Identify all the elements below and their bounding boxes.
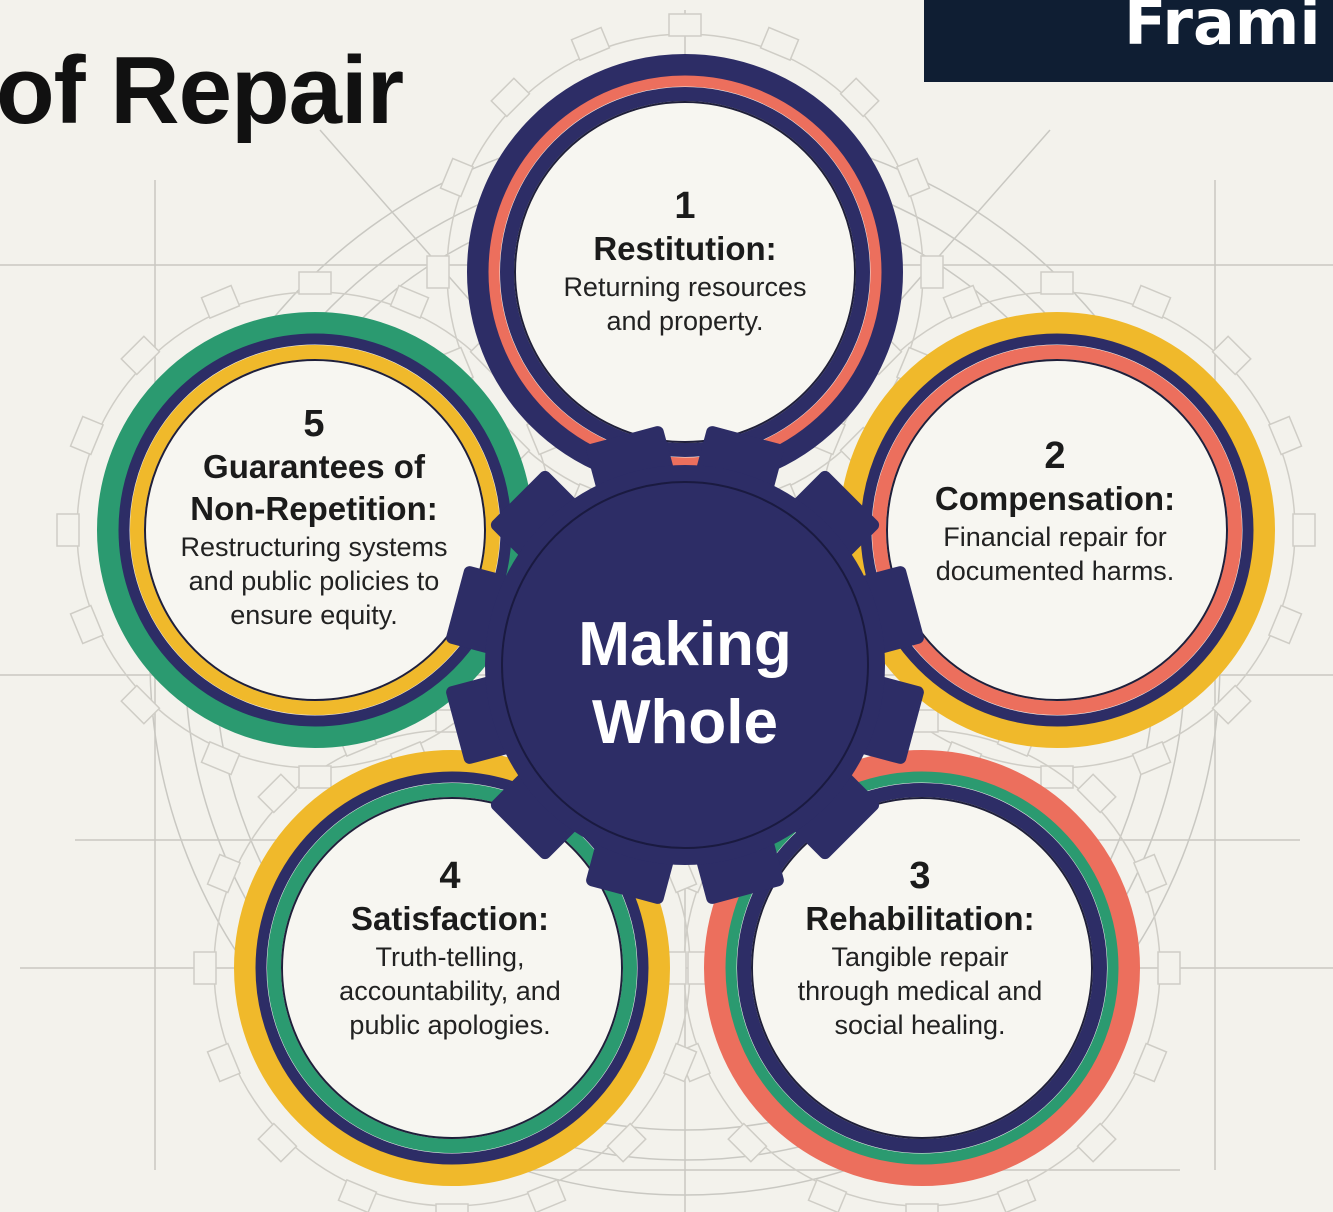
pillar-description-line: public apologies.: [349, 1010, 551, 1040]
pillar-description-line: Returning resources: [563, 272, 807, 302]
pillar-title: Restitution:: [593, 230, 777, 267]
pillar-description-line: Tangible repair: [831, 942, 1009, 972]
title-banner: Frami: [924, 0, 1333, 82]
hub-gear-tooth: [785, 470, 880, 565]
pillar-description-line: social healing.: [834, 1010, 1006, 1040]
pillar-ring-restitution: [467, 54, 903, 490]
pillar-description-line: documented harms.: [935, 556, 1175, 586]
pillar-ring-satisfaction: [234, 750, 670, 1186]
pillar-number: 2: [1044, 435, 1066, 477]
hub-gear-tooth: [490, 470, 585, 565]
pillar-description-line: and public policies to: [188, 566, 440, 596]
hub-label-line: Making: [578, 610, 792, 679]
pillar-description-line: and property.: [606, 306, 764, 336]
hub-label-line: Whole: [592, 688, 778, 757]
hub-label: Making Whole: [520, 606, 850, 762]
pillar-number: 1: [674, 185, 696, 227]
hub-inner-ring: [501, 481, 869, 849]
making-whole-hub: [446, 426, 924, 904]
pillar-description-line: accountability, and: [339, 976, 561, 1006]
pillar-restitution: 1 Restitution: Returning resources and p…: [515, 184, 855, 338]
pillar-description-line: Restructuring systems: [180, 532, 448, 562]
pillar-title: Satisfaction:: [350, 900, 550, 937]
pillar-description-line: Truth-telling,: [375, 942, 525, 972]
pillar-number: 4: [439, 855, 461, 897]
pillar-compensation: 2 Compensation: Financial repair for doc…: [885, 434, 1225, 588]
pillar-rings: [97, 54, 1275, 1186]
pillar-rehabilitation: 3 Rehabilitation: Tangible repair throug…: [750, 854, 1090, 1042]
hub-gear-tooth: [490, 765, 585, 860]
pillar-ring-compensation: [839, 312, 1275, 748]
pillar-ring-rehabilitation: [704, 750, 1140, 1186]
pillar-description-line: ensure equity.: [230, 600, 398, 630]
pillar-title: Non-Repetition:: [190, 490, 438, 527]
pillar-title: Rehabilitation:: [805, 900, 1035, 937]
pillar-description-line: through medical and: [797, 976, 1043, 1006]
hub-gear-tooth: [785, 765, 880, 860]
pillar-number: 5: [303, 403, 325, 445]
hub-gear-body: [485, 465, 885, 865]
pillar-title: Compensation:: [934, 480, 1176, 517]
banner-title: Frami: [1124, 0, 1321, 59]
pillar-number: 3: [909, 855, 931, 897]
pillar-title: Guarantees of: [203, 448, 425, 485]
pillar-guarantees-of-non-repetition: 5 Guarantees of Non-Repetition: Restruct…: [144, 402, 484, 632]
pillar-satisfaction: 4 Satisfaction: Truth-telling, accountab…: [280, 854, 620, 1042]
page-title: of Repair: [0, 37, 404, 144]
pillar-description-line: Financial repair for: [943, 522, 1167, 552]
